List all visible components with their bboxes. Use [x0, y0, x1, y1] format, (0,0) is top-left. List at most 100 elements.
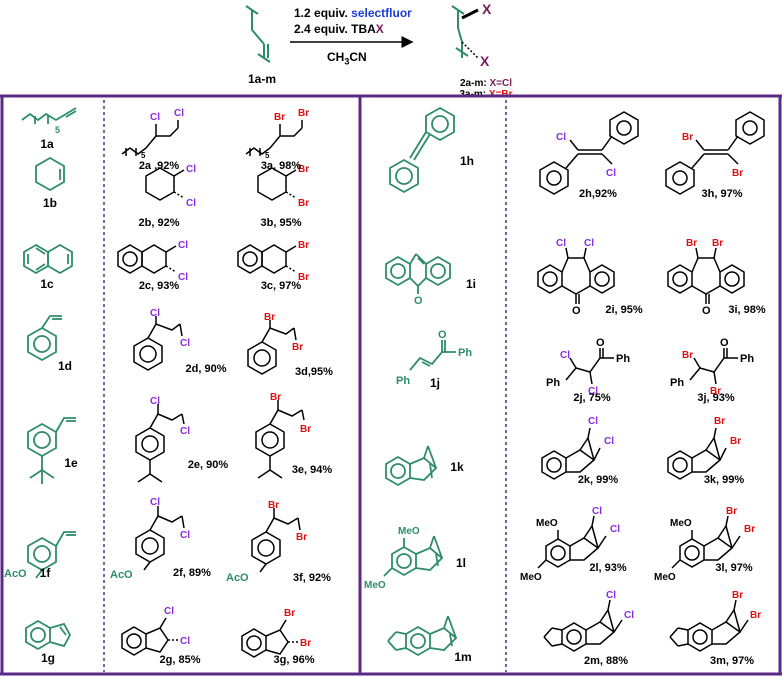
substrate-1a-structure	[21, 107, 77, 124]
3b-br-2: Br	[298, 198, 309, 209]
product-label: 3f, 92%	[293, 572, 331, 584]
substrate-code: 1h	[459, 154, 474, 168]
3l-br-2: Br	[744, 524, 755, 535]
product-2l-structure	[537, 515, 607, 569]
product-label: 2m, 88%	[583, 655, 629, 667]
product-label: 3k, 99%	[703, 474, 745, 486]
2j-cl-1: Cl	[560, 350, 570, 361]
substrate-1l-structure	[383, 535, 444, 577]
substrate-1m-structure	[387, 615, 458, 657]
product-2b-structure	[145, 167, 185, 201]
substrate-code: 1l	[455, 556, 466, 570]
2j-ph-right: Ph	[616, 353, 630, 365]
x-bond-wedge	[461, 8, 479, 20]
3j-ph-right: Ph	[740, 353, 754, 365]
product-3m-structure	[669, 599, 749, 652]
product-label: 3c, 97%	[260, 280, 302, 292]
product-label: 2l, 93%	[589, 562, 627, 574]
table-frame	[0, 94, 782, 676]
3c-br-2: Br	[298, 272, 309, 283]
substrate-1d-structure	[27, 315, 62, 362]
substrate-1b-structure	[35, 156, 65, 192]
substrate-1j-structure	[409, 340, 456, 371]
2a-sub5: 5	[141, 151, 146, 160]
product-3c-structure	[237, 244, 297, 274]
1j-oxygen: O	[438, 329, 447, 341]
product-label: 3d,95%	[295, 366, 333, 378]
3m-br-1: Br	[732, 590, 743, 601]
3f-aco: AcO	[226, 572, 249, 584]
substrate-1c-structure	[23, 243, 73, 275]
3a-sub5: 5	[265, 151, 270, 160]
3m-br-2: Br	[750, 610, 761, 621]
2m-cl-2: Cl	[624, 610, 634, 621]
product-label: 2c, 93%	[138, 280, 180, 292]
2l-meo-top: MeO	[536, 518, 558, 529]
3l-meo-top: MeO	[670, 518, 692, 529]
substrate-code: 1a	[40, 137, 54, 151]
generic-product	[451, 5, 469, 58]
substrate-code: 1i	[465, 277, 476, 291]
2f-aco: AcO	[110, 569, 133, 581]
1l-meo-top: MeO	[398, 526, 420, 537]
x-bond-hash	[461, 41, 479, 59]
3j-oxygen: O	[720, 337, 729, 349]
reagent-line-2: 2.4 equiv. TBAX	[294, 22, 384, 36]
2l-cl-2: Cl	[610, 524, 620, 535]
2f-cl-1: Cl	[150, 497, 160, 508]
3h-br-2: Br	[732, 168, 743, 179]
product-2a-structure	[121, 120, 179, 156]
product-3g-structure	[241, 619, 300, 658]
3l-meo-bottom: MeO	[654, 572, 676, 583]
2j-cl-2: Cl	[588, 386, 598, 397]
2k-cl-1: Cl	[588, 416, 598, 427]
product-label: 3i, 98%	[728, 304, 766, 316]
product-label: 2j, 75%	[573, 392, 611, 404]
subscript-1a: 5	[55, 125, 60, 135]
2b-cl-1: Cl	[186, 164, 196, 175]
product-legend-cl: 2a-m: X=Cl	[460, 78, 512, 89]
product-2j-structure	[565, 348, 614, 385]
2g-cl-2: Cl	[180, 636, 190, 647]
1j-ph-right: Ph	[458, 347, 472, 359]
2e-cl-1: Cl	[150, 396, 160, 407]
substrate-code: 1e	[64, 456, 78, 470]
3f-br-2: Br	[296, 532, 307, 543]
substrate-code: 1b	[42, 196, 57, 210]
start-label: 1a-m	[247, 72, 276, 86]
selectfluor-label: selectfluor	[351, 6, 412, 20]
product-label: 3m, 97%	[709, 655, 755, 667]
product-label: 3a, 98%	[260, 160, 302, 172]
product-label: 3j, 93%	[697, 392, 735, 404]
2f-cl-2: Cl	[180, 530, 190, 541]
2i-cl-2: Cl	[584, 238, 594, 249]
2j-ph-left: Ph	[546, 377, 560, 389]
product-label: 2b, 92%	[138, 217, 180, 229]
product-label: 3b, 95%	[260, 217, 302, 229]
3i-br-2: Br	[712, 238, 723, 249]
substrate-1g-structure	[25, 619, 72, 651]
product-label: 2h,92%	[579, 188, 617, 200]
3g-br-2: Br	[300, 638, 311, 649]
substrate-code: 1c	[40, 277, 54, 291]
product-2c-structure	[117, 244, 177, 274]
3j-br-1: Br	[682, 350, 693, 361]
1j-ph-left: Ph	[396, 375, 410, 387]
product-3j-structure	[689, 348, 738, 385]
2h-cl-2: Cl	[606, 168, 616, 179]
2m-cl-1: Cl	[606, 590, 616, 601]
2j-oxygen: O	[596, 337, 605, 349]
3g-br-1: Br	[284, 608, 295, 619]
product-x-bottom: X	[480, 53, 490, 69]
product-2g-structure	[121, 617, 180, 656]
3h-br-1: Br	[682, 132, 693, 143]
2b-cl-2: Cl	[186, 198, 196, 209]
3b-br-1: Br	[298, 164, 309, 175]
2c-cl-1: Cl	[178, 240, 188, 251]
substrate-code: 1j	[429, 376, 440, 390]
2l-cl-1: Cl	[592, 506, 602, 517]
product-3f-structure	[251, 508, 301, 573]
product-2i-structure	[537, 247, 615, 304]
product-label: 2d, 90%	[185, 363, 227, 375]
